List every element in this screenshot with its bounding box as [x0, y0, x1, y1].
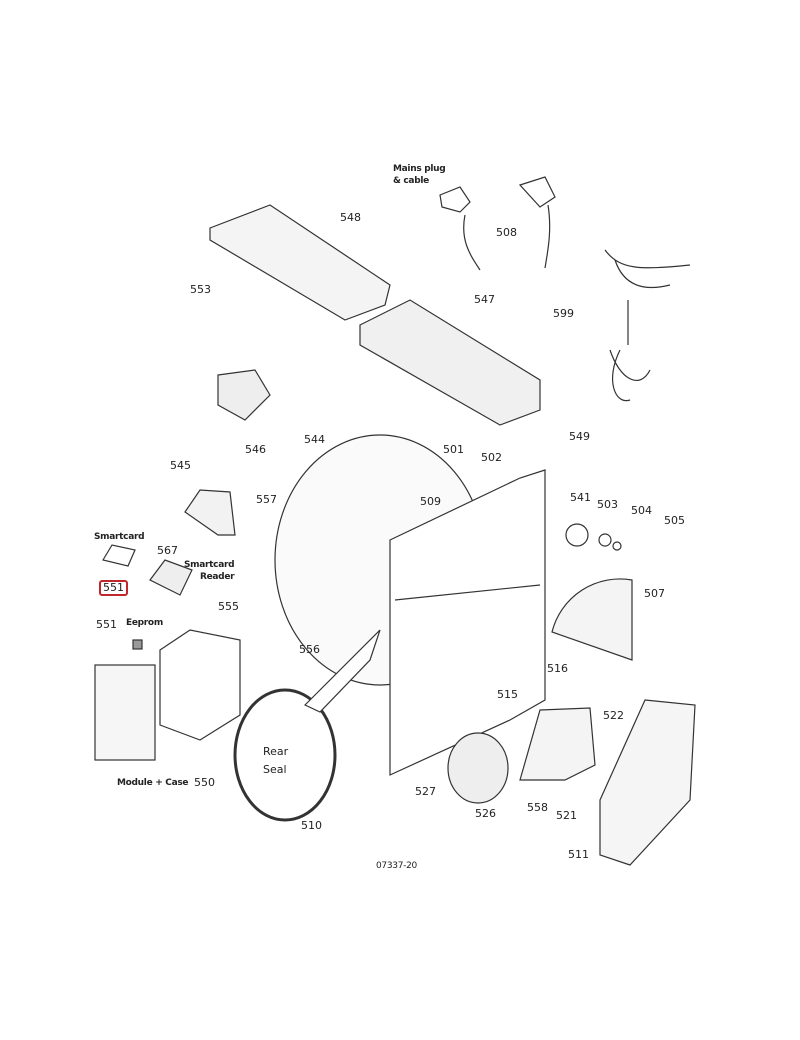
- part-507-shape: [551, 578, 633, 661]
- label-mains-plug-line1: Mains plug: [393, 164, 446, 174]
- part-label-521: 521: [556, 809, 577, 822]
- part-label-547: 547: [474, 293, 495, 306]
- part-label-511: 511: [568, 848, 589, 861]
- part-label-505: 505: [664, 514, 685, 527]
- part-label-558: 558: [527, 801, 548, 814]
- label-smartcard-reader-line1: Smartcard: [184, 560, 235, 570]
- part-541-shape: [565, 523, 589, 547]
- part-label-553: 553: [190, 283, 211, 296]
- mains-plug-eu-shape: [518, 176, 556, 269]
- part-label-556: 556: [299, 643, 320, 656]
- part-label-510: 510: [301, 819, 322, 832]
- part-label-515: 515: [497, 688, 518, 701]
- label-module-case: Module + Case: [117, 778, 189, 788]
- part-label-541: 541: [570, 491, 591, 504]
- part-label-557: 557: [256, 493, 277, 506]
- smartcard-shape: [102, 544, 136, 567]
- part-label-546: 546: [245, 443, 266, 456]
- module-board-shape: [159, 629, 241, 741]
- label-mains-plug: Mains plug & cable: [393, 163, 446, 187]
- smartcard-reader-shape: [149, 559, 193, 596]
- part-label-545: 545: [170, 459, 191, 472]
- part-label-522: 522: [603, 709, 624, 722]
- part-label-509: 509: [420, 495, 441, 508]
- eeprom-shape: [132, 639, 143, 650]
- part-545-shape: [184, 489, 236, 536]
- part-label-551: 551: [96, 618, 117, 631]
- part-label-508: 508: [496, 226, 517, 239]
- label-smartcard-reader-line2: Reader: [199, 572, 235, 582]
- label-rear-seal-line1: Rear: [263, 745, 289, 758]
- part-label-516: 516: [547, 662, 568, 675]
- part-label-567: 567: [157, 544, 178, 557]
- part-label-507: 507: [644, 587, 665, 600]
- part-label-599: 599: [553, 307, 574, 320]
- control-panel-shape: [209, 204, 391, 321]
- part-label-501: 501: [443, 443, 464, 456]
- part-label-550: 550: [194, 776, 215, 789]
- part-label-502: 502: [481, 451, 502, 464]
- module-case-shape: [94, 664, 156, 761]
- part-label-555: 555: [218, 600, 239, 613]
- fan-527-shape: [447, 732, 509, 804]
- part-label-526: 526: [475, 807, 496, 820]
- part-511-shape: [599, 699, 696, 866]
- part-label-504: 504: [631, 504, 652, 517]
- label-eeprom: Eeprom: [126, 618, 163, 628]
- mains-plug-uk-shape: [439, 186, 481, 271]
- part-504-shape: [612, 541, 622, 551]
- part-label-544: 544: [304, 433, 325, 446]
- wiring-harness-shape: [604, 249, 691, 402]
- part-label-527: 527: [415, 785, 436, 798]
- direction-arrow-shape: [303, 629, 381, 713]
- part-label-503: 503: [597, 498, 618, 511]
- part-522-shape: [519, 707, 596, 781]
- rear-frame-shape: [389, 469, 546, 776]
- label-mains-plug-line2: & cable: [393, 176, 429, 186]
- part-503-shape: [598, 533, 612, 547]
- part-label-549: 549: [569, 430, 590, 443]
- label-rear-seal: Rear Seal: [263, 746, 288, 776]
- label-smartcard-reader: Smartcard Reader: [184, 559, 235, 583]
- part-label-548: 548: [340, 211, 361, 224]
- figure-code: 07337-20: [376, 861, 417, 871]
- part-546-shape: [217, 369, 271, 421]
- panel-housing-shape: [359, 299, 541, 426]
- part-label-551-highlighted[interactable]: 551: [99, 580, 128, 596]
- rear-seal-shape: [233, 688, 337, 822]
- label-rear-seal-line2: Seal: [263, 763, 287, 776]
- label-smartcard: Smartcard: [94, 532, 145, 542]
